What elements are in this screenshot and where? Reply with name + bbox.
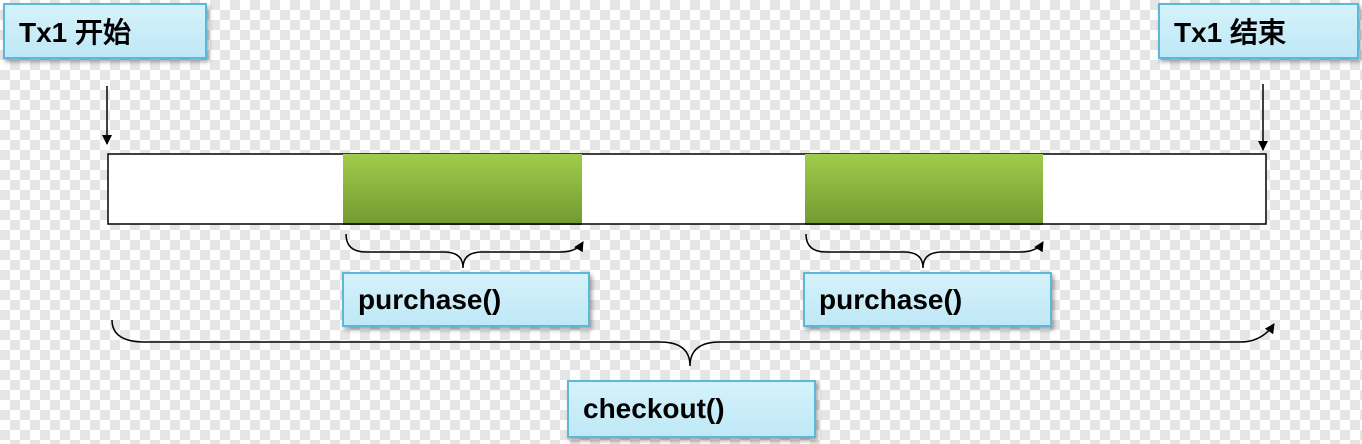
purchase-text-2: purchase() <box>819 283 963 315</box>
tx1-end-label: Tx1 结束 <box>1158 3 1359 59</box>
tx1-start-label: Tx1 开始 <box>3 3 207 59</box>
checkout-label: checkout() <box>567 380 816 438</box>
checkout-text: checkout() <box>583 393 725 424</box>
purchase-brace-1 <box>345 233 584 269</box>
purchase-segment-2 <box>805 154 1043 224</box>
purchase-segment-1 <box>343 154 582 224</box>
tx1-start-text: Tx1 开始 <box>19 17 132 48</box>
purchase-label-2: purchase() <box>803 272 1052 327</box>
timeline-bar <box>107 153 1267 225</box>
purchase-brace-2 <box>805 233 1044 269</box>
purchase-text-1: purchase() <box>358 283 502 315</box>
tx1-end-text: Tx1 结束 <box>1174 17 1287 48</box>
purchase-label-1: purchase() <box>342 272 590 327</box>
checkout-brace <box>111 319 1275 367</box>
